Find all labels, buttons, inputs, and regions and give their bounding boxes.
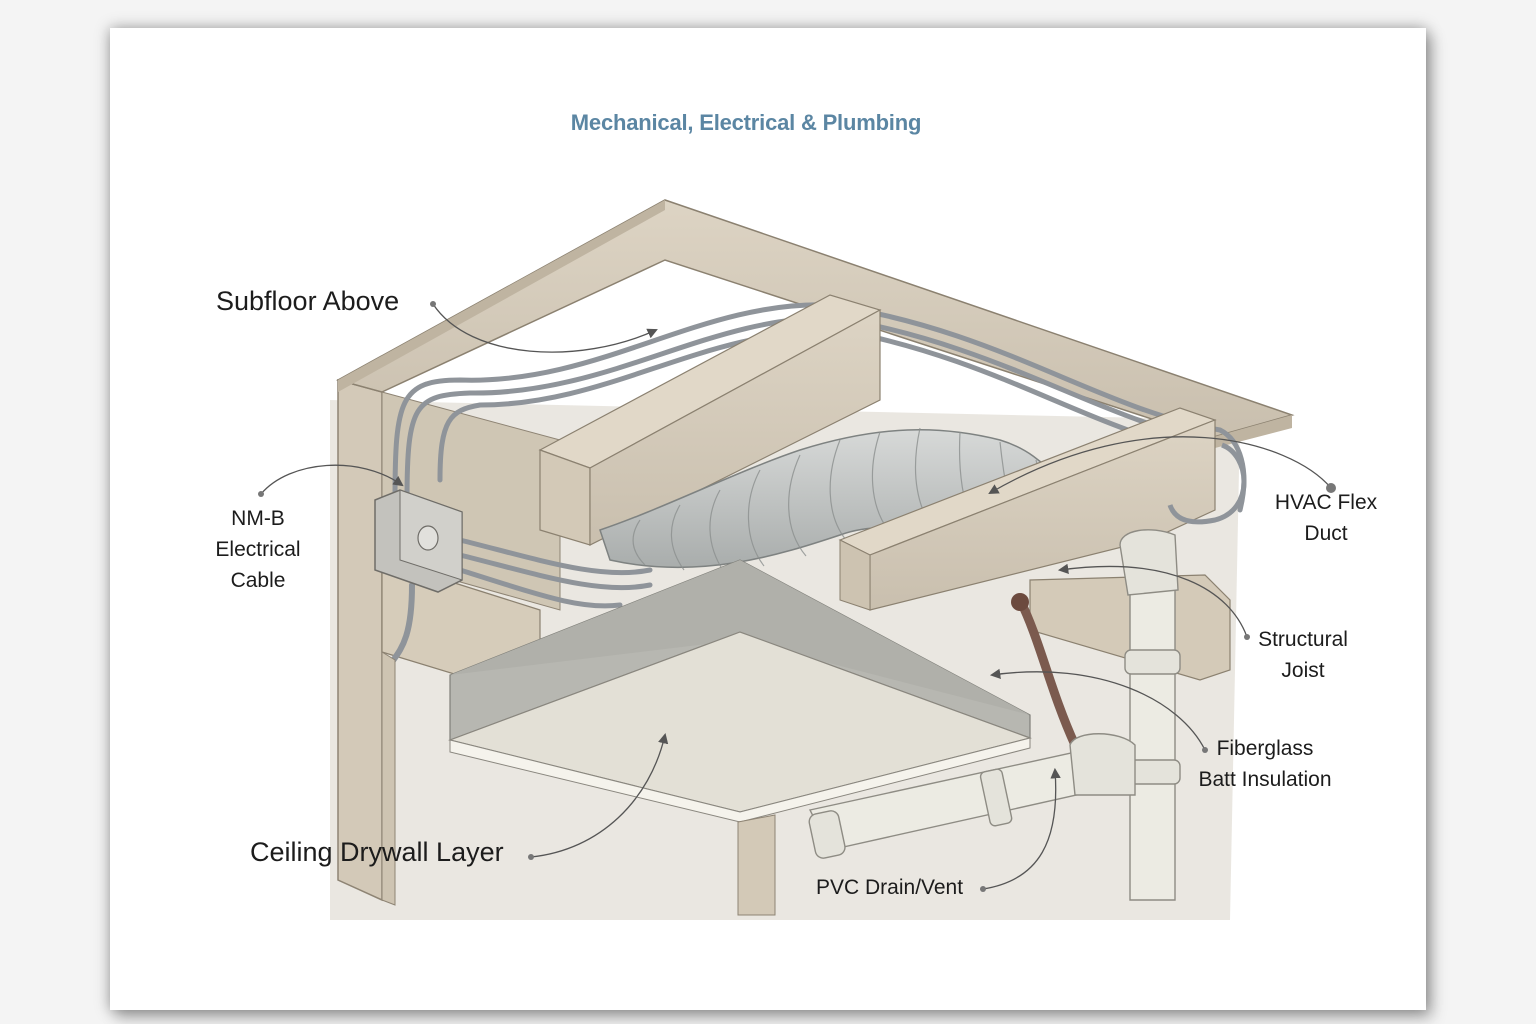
brown-cable-hole (1011, 593, 1029, 611)
diagram-title: Mechanical, Electrical & Plumbing (570, 110, 922, 135)
brown-cable (1015, 595, 1080, 750)
structural-joist (838, 407, 1217, 611)
leader-nmb (260, 464, 404, 495)
label-hvac-flex-duct: HVAC Flex Duct (1274, 491, 1378, 545)
label-fiberglass-batt-insulation: Fiberglass Batt Insulation (1198, 737, 1332, 791)
leader-drywall (530, 732, 669, 858)
leader-hvac (988, 436, 1332, 495)
leader-lines (260, 303, 1332, 890)
leader-joist (1057, 563, 1248, 638)
cable-loop (1167, 442, 1247, 525)
pvc-drain-vent (808, 529, 1181, 901)
label-structural-joist: Structural Joist (1258, 628, 1348, 682)
label-ceiling-drywall-layer: Ceiling Drywall Layer (250, 837, 504, 867)
leader-pvc (982, 767, 1061, 890)
lower-stud-right (737, 814, 776, 916)
label-pvc-drain-vent: PVC Drain/Vent (816, 876, 964, 899)
lower-stud-left (381, 651, 396, 906)
left-wall (337, 379, 383, 902)
leader-subfloor (432, 303, 658, 353)
junction-box (374, 489, 463, 593)
leader-insulation (989, 668, 1206, 751)
label-subfloor-above: Subfloor Above (216, 286, 400, 316)
leader-dots (258, 301, 1336, 892)
label-nmb-electrical-cable: NM-B Electrical Cable (215, 507, 301, 592)
front-joist (538, 294, 882, 546)
